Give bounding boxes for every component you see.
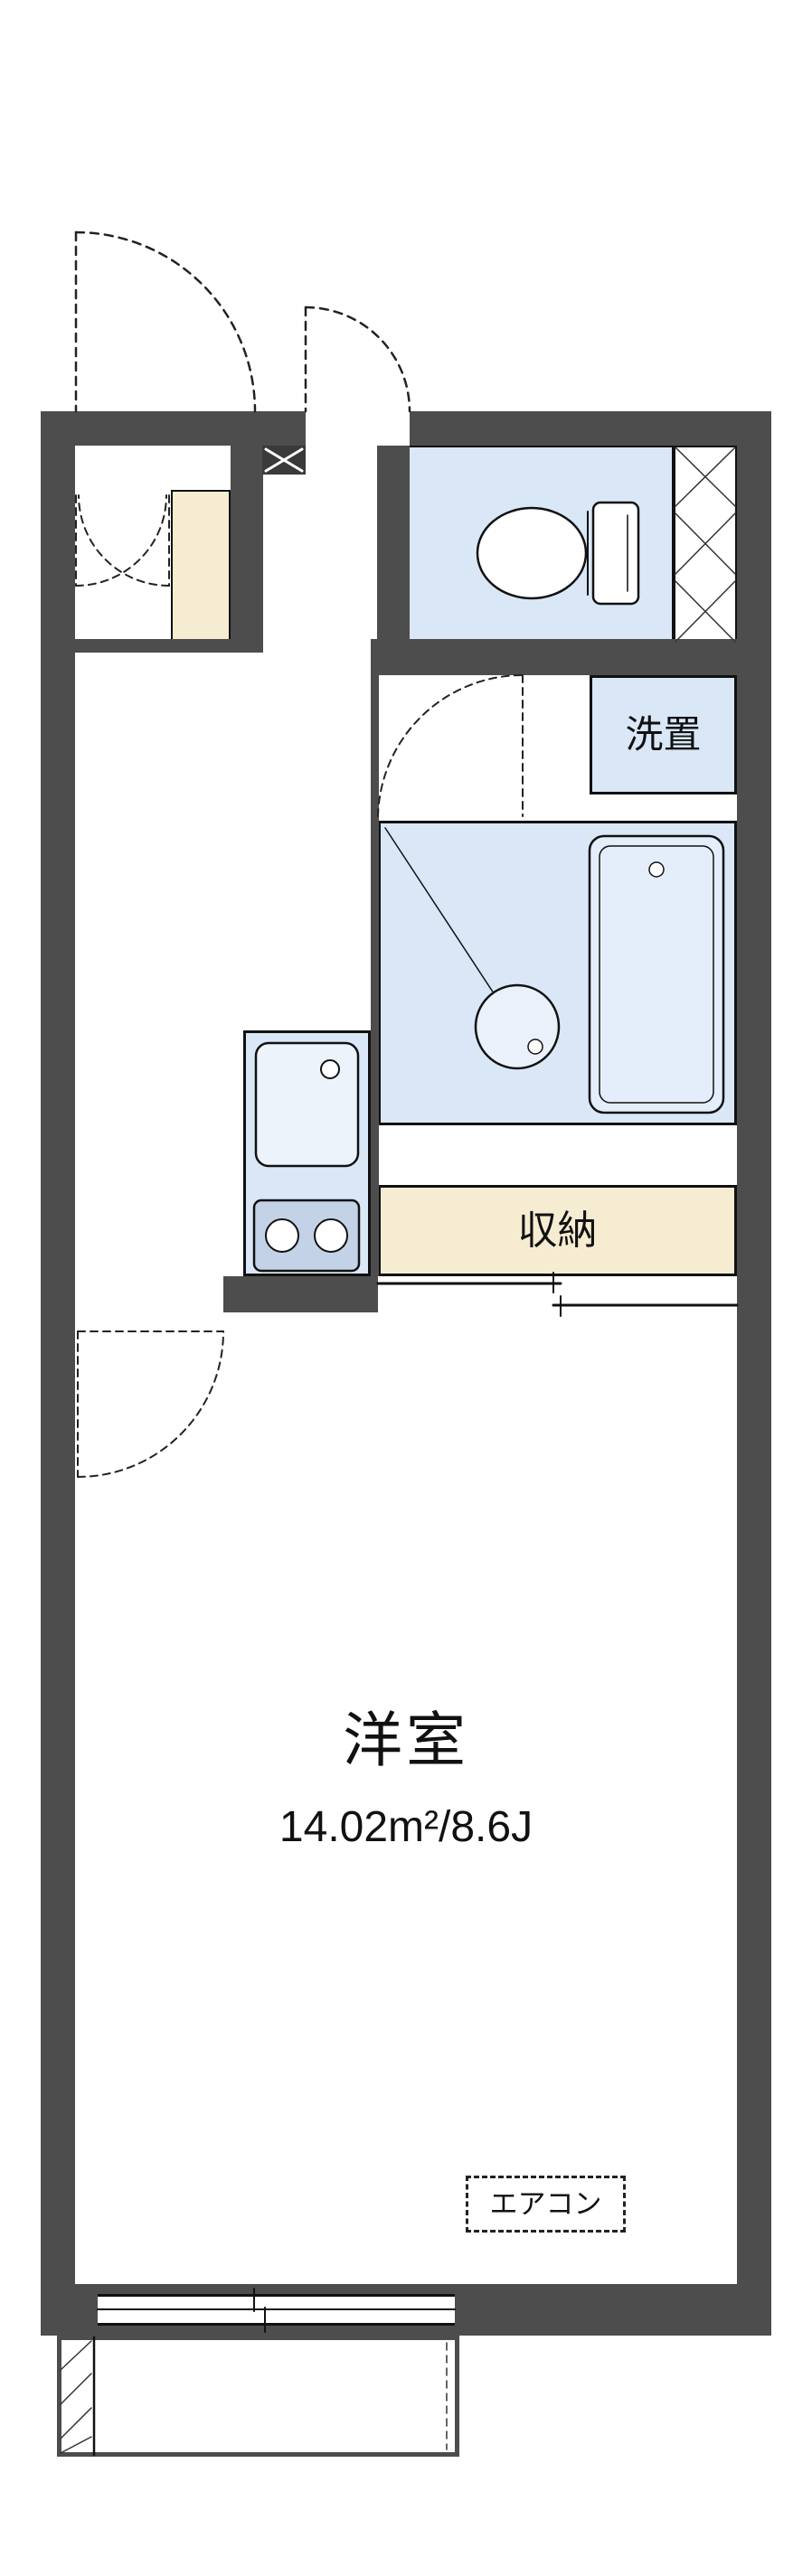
balcony-window (98, 2294, 455, 2326)
storage-label: 収納 (517, 1208, 598, 1253)
entry-door-swing-icon (74, 230, 411, 413)
room-area-label: 14.02m²/8.6J (279, 1803, 533, 1851)
pipe-space (674, 446, 737, 644)
wall-under-entry-closet (75, 639, 263, 653)
aircon-box: エアコン (466, 2176, 626, 2233)
storage-closet: 収納 (378, 1185, 737, 1276)
storage-sliding-door-icon (376, 1272, 739, 1317)
balcony (57, 2336, 459, 2457)
bathroom (378, 821, 737, 1125)
toilet-room (406, 446, 674, 644)
outer-wall-left (41, 411, 75, 2336)
wall-entry-closet-right (231, 446, 263, 653)
washroom-door-swing-icon (377, 674, 524, 817)
room-title: 洋室 (343, 1706, 469, 1773)
wall-corridor-toilet (377, 446, 410, 639)
laundry-space: 洗置 (590, 675, 737, 794)
outer-wall-right (737, 411, 771, 2336)
entrance-door-plate (262, 446, 306, 475)
entrance-shoe-cabinet (171, 490, 231, 644)
outer-wall-top-left (41, 411, 306, 446)
wall-under-toilet (371, 639, 737, 675)
outer-wall-top-right (410, 411, 771, 446)
partition-kitchen-bath (371, 675, 379, 1276)
aircon-label: エアコン (489, 2188, 602, 2220)
kitchen-counter (243, 1030, 371, 1276)
laundry-label: 洗置 (625, 713, 702, 756)
wall-room-top (223, 1276, 378, 1312)
room-door-swing-icon (77, 1330, 224, 1478)
closet-door-swing-icon (75, 494, 170, 587)
